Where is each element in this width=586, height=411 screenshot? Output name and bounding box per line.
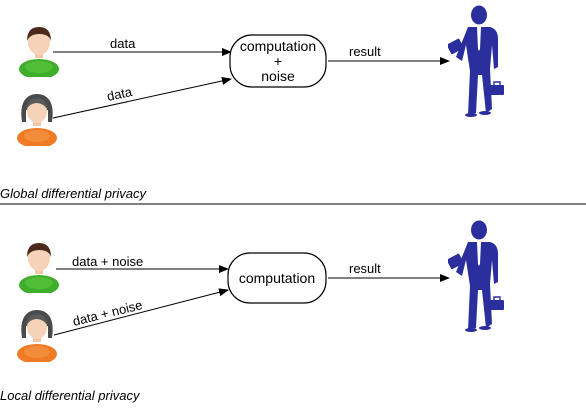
global-caption: Global differential privacy	[0, 186, 147, 201]
global-result-label: result	[349, 44, 381, 59]
global-arrow-top-label: data	[110, 36, 136, 51]
user-female-icon	[17, 94, 57, 146]
user-female-icon	[17, 310, 57, 362]
user-male-icon	[19, 243, 59, 293]
global-section: data data computation + noise result Glo…	[0, 5, 505, 201]
local-arrow-top-label: data + noise	[72, 254, 143, 269]
global-box-line-2: +	[274, 53, 282, 69]
global-data-arrow-bottom	[52, 77, 232, 119]
user-male-icon	[19, 27, 59, 77]
local-result-label: result	[349, 261, 381, 276]
global-computation-box	[229, 34, 327, 88]
local-data-arrow-bottom	[53, 288, 229, 336]
businessman-icon	[448, 220, 505, 332]
local-caption: Local differential privacy	[0, 388, 141, 403]
global-box-line-3: noise	[261, 68, 295, 84]
local-box-label: computation	[239, 270, 315, 286]
businessman-icon	[448, 5, 505, 117]
local-section: data + noise data + noise computation re…	[0, 220, 505, 403]
local-computation-box	[227, 252, 327, 304]
global-box-line-1: computation	[240, 38, 316, 54]
local-arrow-bottom-label: data + noise	[71, 297, 144, 329]
global-arrow-bottom-label: data	[106, 84, 135, 104]
